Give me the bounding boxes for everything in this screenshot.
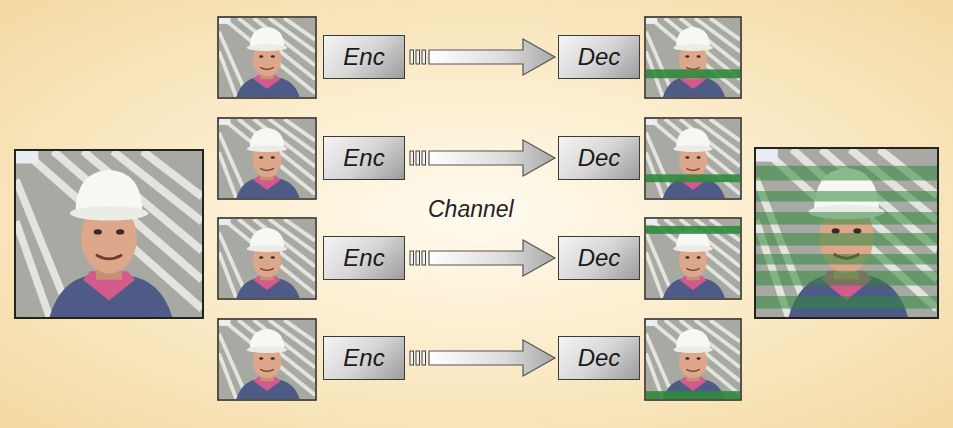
channel-label: Channel — [428, 196, 514, 223]
decoder-box: Dec — [558, 136, 640, 180]
decoder-label: Dec — [578, 244, 621, 272]
channel-arrow — [429, 240, 555, 276]
encoder-label: Enc — [343, 244, 384, 272]
channel-arrow — [429, 340, 555, 376]
decoder-label: Dec — [578, 344, 621, 372]
encoder-label: Enc — [343, 344, 384, 372]
decoder-box: Dec — [558, 336, 640, 380]
decoder-box: Dec — [558, 236, 640, 280]
encoder-box: Enc — [323, 336, 405, 380]
encoder-label: Enc — [343, 144, 384, 172]
encoder-box: Enc — [323, 35, 405, 79]
channel-arrow — [429, 140, 555, 176]
decoder-label: Dec — [578, 43, 621, 71]
encoder-label: Enc — [343, 43, 384, 71]
decoder-box: Dec — [558, 35, 640, 79]
encoder-box: Enc — [323, 236, 405, 280]
decoder-label: Dec — [578, 144, 621, 172]
channel-arrow — [429, 39, 555, 75]
encoder-box: Enc — [323, 136, 405, 180]
